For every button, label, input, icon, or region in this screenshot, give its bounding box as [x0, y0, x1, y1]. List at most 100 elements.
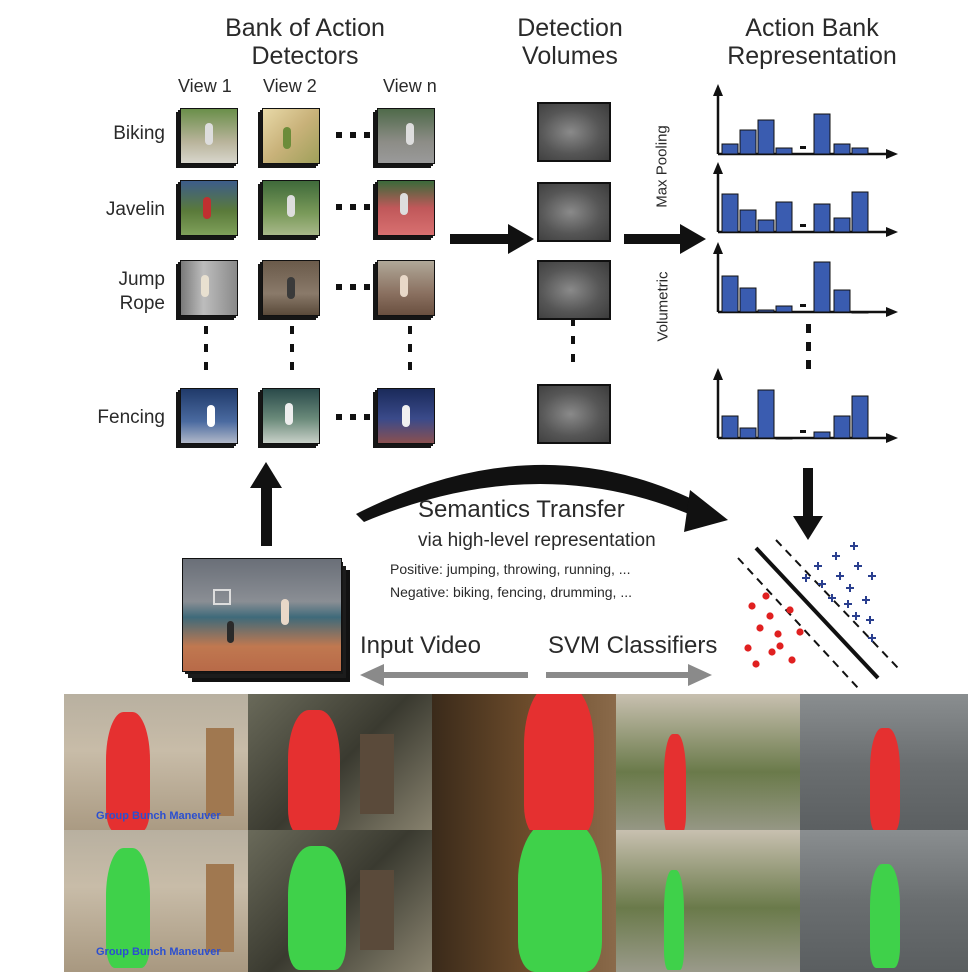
dash	[364, 284, 370, 290]
histogram-bar	[775, 437, 793, 440]
vertical-ellipsis	[571, 318, 576, 372]
row-label-jump: Jump	[118, 269, 165, 290]
histogram-bar	[721, 275, 739, 313]
histogram-bar	[757, 219, 775, 233]
arrow-to-svm-icon	[793, 468, 823, 540]
negative-sample-dot	[748, 602, 756, 610]
volumes-title-line2: Volumes	[522, 42, 618, 70]
positive-sample-plus-icon	[862, 596, 870, 604]
axis-arrowhead-icon	[886, 433, 898, 443]
svm-classifier-icon	[737, 539, 899, 689]
histogram-bar	[813, 431, 831, 439]
dash	[336, 284, 342, 290]
histogram-bar	[851, 191, 869, 233]
fencing-view-1-thumb	[176, 388, 238, 448]
histogram-bar	[721, 143, 739, 155]
axis-arrowhead-icon	[886, 307, 898, 317]
axis-arrowhead-icon	[713, 162, 723, 174]
histogram-bar	[851, 395, 869, 439]
positive-sample-plus-icon	[868, 634, 876, 642]
photo-top-3	[432, 694, 616, 836]
input-video-label: Input Video	[360, 632, 481, 659]
semantics-transfer-title: Semantics Transfer	[418, 496, 625, 523]
detection-volume-javelin	[537, 182, 611, 242]
positive-sample-plus-icon	[836, 572, 844, 580]
overlay-text: Group Bunch Maneuver	[96, 810, 221, 822]
bank-title: Bank of Action Detectors	[205, 14, 405, 70]
histogram-group	[713, 84, 898, 443]
detection-volume-fencing	[537, 384, 611, 444]
histogram-gap-dash	[800, 304, 806, 307]
histogram-bar	[721, 415, 739, 439]
positive-sample-plus-icon	[818, 580, 826, 588]
biking-view-n-thumb	[373, 108, 435, 168]
negative-sample-dot	[776, 642, 784, 650]
biking-view-2-thumb	[258, 108, 320, 168]
positive-sample-plus-icon	[850, 542, 858, 550]
vertical-ellipsis	[408, 326, 413, 380]
representation-title-line1: Action Bank	[745, 14, 879, 42]
photo-bottom-2	[248, 830, 432, 972]
bank-title-line1: Bank of Action	[225, 14, 385, 42]
row-label-biking: Biking	[113, 123, 165, 144]
histogram-bar	[757, 309, 775, 313]
histogram-bar	[739, 287, 757, 313]
histogram-bar	[775, 201, 793, 233]
fencing-view-n-thumb	[373, 388, 435, 448]
axis-arrowhead-icon	[886, 149, 898, 159]
histogram-bar	[851, 311, 869, 314]
negative-sample-dot	[762, 592, 770, 600]
positive-sample-plus-icon	[844, 600, 852, 608]
histogram-bar	[851, 147, 869, 155]
positive-sample-plus-icon	[854, 562, 862, 570]
volumes-title: Detection Volumes	[500, 14, 640, 70]
histogram-bar	[775, 305, 793, 313]
positive-sample-plus-icon	[846, 584, 854, 592]
volumes-title-line1: Detection	[517, 14, 623, 42]
arrow-to-volumes-icon	[450, 224, 534, 254]
vertical-ellipsis	[204, 326, 209, 380]
histogram-bar	[739, 129, 757, 155]
row-label-rope: Rope	[119, 293, 165, 314]
photo-top-4	[616, 694, 800, 836]
jump-rope-view-1-thumb	[176, 260, 238, 320]
jump-rope-view-n-thumb	[373, 260, 435, 320]
semantics-transfer-subtitle: via high-level representation	[418, 530, 656, 551]
segmentation-examples: Group Bunch Maneuver Group Bunch Maneuve…	[64, 694, 968, 972]
detection-volume-jump-rope	[537, 260, 611, 320]
axis-arrowhead-icon	[713, 242, 723, 254]
histogram-bar	[775, 147, 793, 155]
input-video-stack	[182, 556, 352, 684]
arrow-up-to-detectors-icon	[250, 462, 282, 546]
dash	[336, 132, 342, 138]
positive-sample-plus-icon	[868, 572, 876, 580]
positive-sample-plus-icon	[866, 616, 874, 624]
representation-title-line2: Representation	[727, 42, 897, 70]
negative-sample-dot	[788, 656, 796, 664]
row-label-fencing: Fencing	[97, 407, 165, 428]
positive-sample-plus-icon	[802, 574, 810, 582]
dash	[350, 132, 356, 138]
photo-top-5	[800, 694, 968, 836]
dash	[336, 414, 342, 420]
input-video-frame	[182, 558, 342, 672]
semantics-transfer-arrow-icon	[356, 464, 728, 532]
view-2-label: View 2	[263, 76, 317, 96]
histogram-gap-dash	[800, 224, 806, 227]
positive-sample-plus-icon	[852, 612, 860, 620]
histogram-bar	[757, 119, 775, 155]
row-label-javelin: Javelin	[105, 199, 165, 220]
dash	[350, 284, 356, 290]
photo-bottom-4	[616, 830, 800, 972]
axis-arrowhead-icon	[713, 84, 723, 96]
histogram-bar	[739, 427, 757, 439]
negative-sample-dot	[796, 628, 804, 636]
dash	[350, 204, 356, 210]
bank-title-line2: Detectors	[251, 42, 359, 70]
histogram-bar	[813, 113, 831, 155]
positive-sample-plus-icon	[832, 552, 840, 560]
axis-arrowhead-icon	[713, 368, 723, 380]
negative-sample-dot	[768, 648, 776, 656]
vertical-ellipsis	[290, 326, 295, 380]
histogram-bar	[813, 261, 831, 313]
